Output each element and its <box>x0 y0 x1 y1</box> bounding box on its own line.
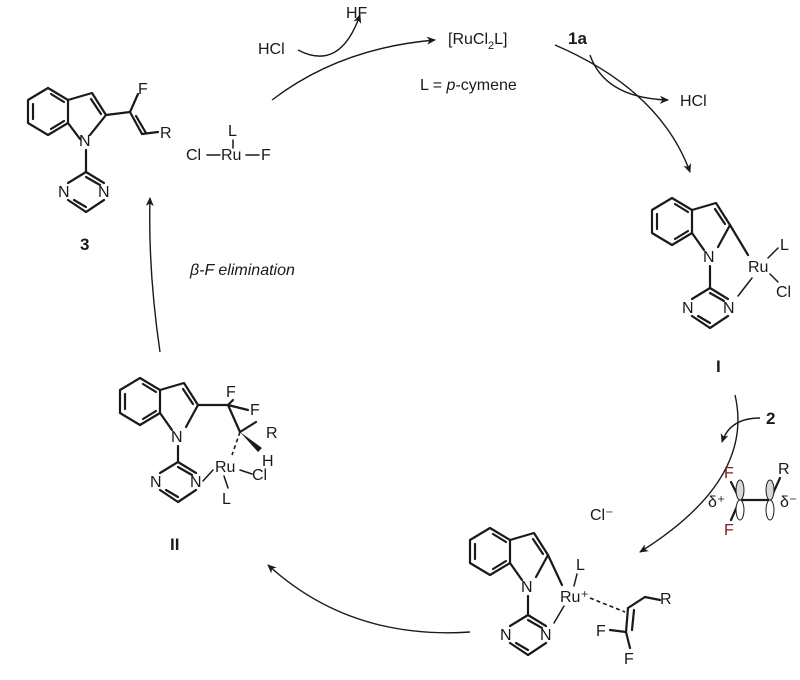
intermediate-III-f-left: F <box>596 623 606 640</box>
intermediate-III-ru: Ru⁺ <box>560 589 589 606</box>
intermediate-II-cl: Cl <box>252 467 267 484</box>
intermediate-II-label: II <box>170 535 179 554</box>
intermediate-II-ru: Ru <box>215 459 235 476</box>
intermediate-III-l: L <box>576 557 585 574</box>
intermediate-I-n-pyr-right: N <box>723 300 735 317</box>
intermediate-II-n-indole: N <box>171 429 183 446</box>
reagent-2-f-top: F <box>724 465 734 482</box>
product-3-r: R <box>160 125 172 142</box>
intermediate-III-n-pyr-left: N <box>500 627 512 644</box>
intermediate-III-f-bottom: F <box>624 651 634 668</box>
arrow-1a-in-hcl-out <box>589 54 669 104</box>
reagent-2-delta-plus: δ⁺ <box>708 494 725 511</box>
intermediate-I-label: I <box>716 357 721 376</box>
intermediate-I-cl: Cl <box>776 284 791 301</box>
intermediate-II-n-pyr-right: N <box>190 474 202 491</box>
arrow-top-left <box>271 36 436 101</box>
reagent-2-orbital: 2 F F R δ⁺ δ⁻ <box>708 409 797 539</box>
arrow-bottom-left <box>267 564 471 634</box>
product-3-f: F <box>138 81 148 98</box>
intermediate-I-l: L <box>780 237 789 254</box>
ru-species-ligand: L <box>228 123 237 140</box>
arrow-hcl-in-hf-out <box>297 14 362 57</box>
intermediate-II-structure: N F F R H Ru Cl L N N II <box>118 376 278 554</box>
byproduct-hf-label: HF <box>346 5 368 22</box>
intermediate-II-r: R <box>266 425 278 442</box>
arrow-2-in <box>720 417 761 443</box>
ru-fluoride-species: L Cl Ru F <box>186 123 271 164</box>
reagent-2-label: 2 <box>766 409 775 428</box>
byproduct-hcl-right-label: HCl <box>680 93 707 110</box>
intermediate-II-n-pyr-left: N <box>150 474 162 491</box>
ligand-definition: L = p-cymene <box>420 77 517 94</box>
intermediate-I-n-pyr-left: N <box>682 300 694 317</box>
product-3-n-pyr-left: N <box>58 184 70 201</box>
cycle-arrows <box>145 14 761 634</box>
intermediate-I-n-indole: N <box>703 249 715 266</box>
intermediate-II-h: H <box>262 453 274 470</box>
intermediate-II-f1: F <box>226 384 236 401</box>
top-labels: HCl HF [RuCl2L] L = p-cymene 1a HCl <box>258 5 707 110</box>
intermediate-I-structure: N Ru L Cl N N I <box>650 196 791 376</box>
product-3-n-indole: N <box>79 133 91 150</box>
arrow-right-down <box>639 394 739 553</box>
intermediate-II-f2: F <box>250 402 260 419</box>
product-3-n-pyr-right: N <box>98 184 110 201</box>
ru-species-cl: Cl <box>186 147 201 164</box>
intermediate-III-r: R <box>660 591 672 608</box>
ru-species-f: F <box>261 147 271 164</box>
reagent-2-delta-minus: δ⁻ <box>780 494 797 511</box>
intermediate-III-n-pyr-right: N <box>540 627 552 644</box>
reagent-2-r: R <box>778 461 790 478</box>
reagent-2-f-bottom: F <box>724 522 734 539</box>
catalyst-label: [RuCl2L] <box>448 31 507 52</box>
beta-f-elimination-label: β-F elimination <box>189 262 295 279</box>
intermediate-III-structure: Cl⁻ N Ru⁺ L R F F N N <box>468 507 672 668</box>
reagent-hcl-label: HCl <box>258 41 285 58</box>
substrate-1a-label: 1a <box>568 29 587 48</box>
intermediate-I-ru: Ru <box>748 259 768 276</box>
arrow-top-right <box>554 44 692 173</box>
intermediate-III-n-indole: N <box>521 579 533 596</box>
arrow-left-up <box>145 197 161 353</box>
product-3-label: 3 <box>80 235 89 254</box>
intermediate-II-l: L <box>222 491 231 508</box>
intermediate-III-counterion: Cl⁻ <box>590 507 614 524</box>
ru-species-metal: Ru <box>221 147 241 164</box>
product-3-structure: N F R N N 3 <box>26 81 172 254</box>
